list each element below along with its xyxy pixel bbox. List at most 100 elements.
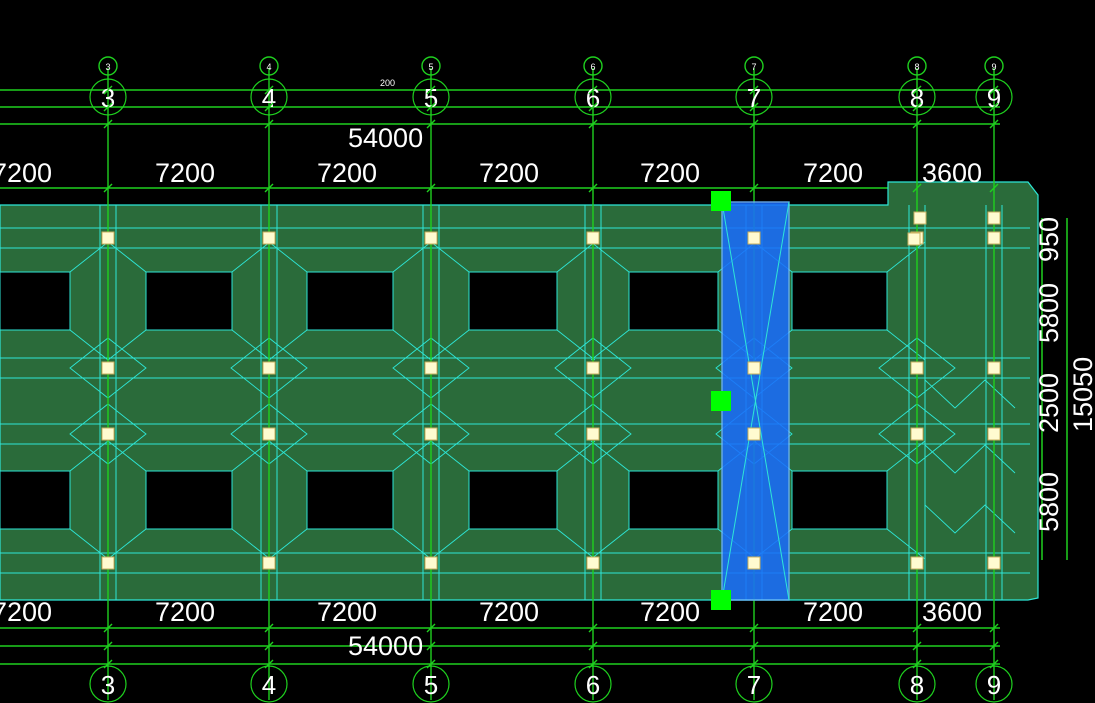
selection-grip[interactable] — [711, 191, 731, 211]
dimension-tick — [264, 623, 274, 633]
dimension-tick — [912, 102, 922, 112]
haunch-line — [590, 440, 630, 472]
dimension-lines-bottom — [0, 627, 1000, 665]
bottom-span-1: 7200 — [0, 597, 52, 627]
bottom-span-dimensions: 7200 7200 7200 7200 7200 7200 3600 — [0, 597, 982, 627]
slab-opening-upper — [628, 271, 719, 331]
bottom-span-4: 7200 — [479, 597, 539, 627]
column-node — [262, 231, 276, 245]
column-node — [987, 231, 1001, 245]
axis-bubble-bottom — [574, 665, 612, 703]
right-total-dimension: 15050 — [1068, 357, 1095, 432]
haunch-line — [268, 241, 308, 273]
axis-label-bottom: 9 — [987, 670, 1001, 700]
axis-label-top-small: 6 — [590, 62, 595, 72]
slab-opening-upper — [0, 271, 71, 331]
axis-label-bottom: 8 — [910, 670, 924, 700]
dimension-tick — [749, 183, 759, 193]
dimension-tick — [989, 85, 999, 95]
column-node — [747, 361, 761, 375]
selection-grip[interactable] — [711, 590, 731, 610]
axis-label-bottom: 3 — [101, 670, 115, 700]
dimension-tick — [749, 659, 759, 669]
selection-grip[interactable] — [711, 391, 731, 411]
column-capital — [230, 337, 308, 399]
column-capital — [69, 403, 147, 465]
dimension-tick — [912, 659, 922, 669]
column-node — [910, 361, 924, 375]
dimension-tick — [989, 641, 999, 651]
dimension-tick — [426, 119, 436, 129]
axis-label-top: 4 — [262, 83, 276, 113]
axis-label-bottom: 5 — [424, 670, 438, 700]
top-total-dimension: 54000 — [348, 123, 423, 153]
column-node — [747, 231, 761, 245]
dimension-tick — [588, 183, 598, 193]
dimension-tick — [103, 85, 113, 95]
right-dimensions: 950 5800 2500 5800 15050 — [1034, 217, 1095, 532]
haunch-line — [231, 440, 271, 472]
column-capital — [878, 403, 956, 465]
column-node — [910, 427, 924, 441]
dimension-tick — [426, 641, 436, 651]
axis-bubble-top — [89, 78, 127, 116]
axis-label-bottom: 6 — [586, 670, 600, 700]
column-node — [101, 556, 115, 570]
axis-bubble-top — [735, 78, 773, 116]
dimension-tick — [264, 659, 274, 669]
column-node — [424, 231, 438, 245]
dimension-lines-top — [0, 89, 1000, 189]
dimension-tick — [426, 623, 436, 633]
dimension-tick — [103, 183, 113, 193]
column-node — [747, 427, 761, 441]
slab-opening-lower — [145, 470, 233, 530]
axis-bubble-top-small — [583, 56, 603, 76]
slab-opening-upper — [145, 271, 233, 331]
haunch-line — [430, 528, 470, 560]
haunch-line — [886, 440, 926, 472]
axis-label-top: 8 — [910, 83, 924, 113]
dimension-tick — [264, 102, 274, 112]
dimension-tick — [749, 623, 759, 633]
right-dim-5800-top: 5800 — [1034, 283, 1064, 343]
dimension-tick — [103, 102, 113, 112]
axis-bubble-top — [250, 78, 288, 116]
haunch-line — [392, 329, 432, 361]
slab-layer — [0, 181, 1039, 601]
slab-opening-upper — [468, 271, 558, 331]
selected-beam-diagonal — [721, 201, 790, 601]
axis-bubble-top-small — [98, 56, 118, 76]
dimension-tick — [749, 102, 759, 112]
haunch-line — [556, 528, 596, 560]
haunch-line — [430, 329, 470, 361]
haunch-line — [430, 440, 470, 472]
column-node — [747, 556, 761, 570]
axis-label-top-small: 8 — [914, 62, 919, 72]
top-span-3: 7200 — [317, 158, 377, 188]
right-dim-950: 950 — [1034, 217, 1064, 262]
dimension-tick — [989, 623, 999, 633]
dimension-tick — [989, 183, 999, 193]
column-capital — [69, 337, 147, 399]
column-node — [987, 361, 1001, 375]
axis-bubble-top-small — [259, 56, 279, 76]
column-node — [586, 556, 600, 570]
dimension-tick — [588, 85, 598, 95]
column-node — [424, 427, 438, 441]
haunch-line — [107, 329, 147, 361]
column-capital — [392, 337, 470, 399]
haunch-line — [107, 440, 147, 472]
column-capital — [230, 403, 308, 465]
axis-bubble-bottom — [89, 665, 127, 703]
top-span-2: 7200 — [155, 158, 215, 188]
column-node — [101, 427, 115, 441]
dimension-tick — [588, 641, 598, 651]
haunch-line — [556, 329, 596, 361]
slab-opening-lower — [0, 470, 71, 530]
slab-opening-lower — [628, 470, 719, 530]
column-node — [262, 427, 276, 441]
column-node — [101, 361, 115, 375]
axis-label-top: 9 — [987, 83, 1001, 113]
